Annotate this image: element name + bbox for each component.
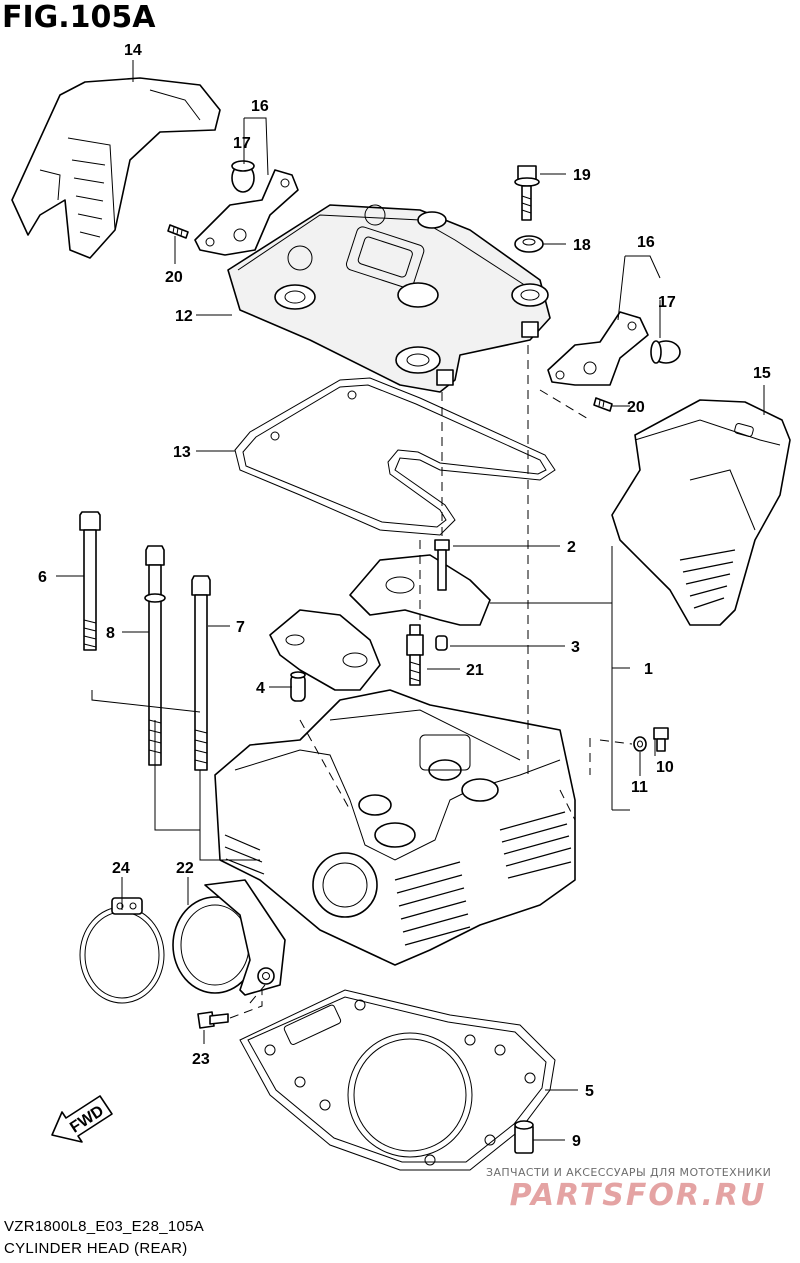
callout-18: 18	[573, 237, 591, 254]
callout-24: 24	[112, 860, 130, 877]
part-20-bolt-left	[167, 224, 189, 239]
callout-16: 16	[637, 234, 655, 251]
callout-23: 23	[192, 1051, 210, 1068]
callout-21: 21	[466, 662, 484, 679]
part-11-washer-small	[633, 736, 647, 752]
callout-8: 8	[106, 625, 115, 642]
part-4-oil-jet	[290, 671, 306, 702]
callout-11: 11	[631, 779, 648, 796]
assembly-guide-lines	[229, 345, 633, 1019]
part-5-head-gasket	[239, 989, 556, 1171]
part-20-bolt-right	[593, 397, 613, 412]
part-7-long-bolt	[191, 575, 211, 771]
fwd-arrow-icon: FWD	[51, 1095, 113, 1143]
part-15-head-cover-right	[611, 399, 791, 626]
section-name: CYLINDER HEAD (REAR)	[4, 1240, 188, 1257]
callout-13: 13	[173, 444, 191, 461]
part-1-cylinder-head	[214, 689, 576, 966]
callout-22: 22	[176, 860, 194, 877]
figure-footer: VZR1800L8_E03_E28_105A CYLINDER HEAD (RE…	[4, 1216, 204, 1260]
part-22-intake-pipe	[172, 879, 286, 996]
part-19-bolt	[514, 165, 540, 221]
callout-20: 20	[165, 269, 183, 286]
callout-17: 17	[233, 135, 251, 152]
part-18-washer	[514, 235, 544, 253]
callout-15: 15	[753, 365, 771, 382]
callout-20: 20	[627, 399, 645, 416]
callout-7: 7	[236, 619, 245, 636]
callout-12: 12	[175, 308, 193, 325]
watermark-tagline: ЗАПЧАСТИ И АКСЕССУАРЫ ДЛЯ МОТОТЕХНИКИ	[486, 1166, 772, 1179]
callout-9: 9	[572, 1133, 581, 1150]
part-17-damper-right	[650, 340, 681, 364]
callout-4: 4	[256, 680, 265, 697]
model-code: VZR1800L8_E03_E28_105A	[4, 1218, 205, 1235]
callout-3: 3	[571, 639, 580, 656]
watermark-logo: PARTSFOR.RU	[510, 1178, 767, 1213]
part-14-head-cover-left	[11, 77, 221, 259]
part-21-spark-plug	[406, 624, 424, 686]
part-13-cover-gasket	[234, 377, 556, 536]
callout-14: 14	[124, 42, 142, 59]
callout-5: 5	[585, 1083, 594, 1100]
part-16-bracket-right	[547, 311, 649, 386]
callout-10: 10	[656, 759, 674, 776]
part-2-cam-bracket	[349, 539, 491, 626]
callout-17: 17	[658, 294, 676, 311]
callout-numbers: 14 16 17 19 18 20 12 16 17 20 15 13 2 6 …	[38, 42, 771, 1150]
callout-6: 6	[38, 569, 47, 586]
callout-19: 19	[573, 167, 591, 184]
part-3-dowel-pin	[435, 635, 448, 651]
part-16-bracket-left	[194, 169, 299, 256]
watermark-logo-text: PARTSFOR.RU	[510, 1178, 767, 1213]
callout-16: 16	[251, 98, 269, 115]
part-9-dowel	[514, 1120, 534, 1154]
part-2-cam-holder	[269, 609, 381, 691]
part-10-bolt-small	[653, 727, 669, 752]
part-17-damper-left	[231, 160, 255, 193]
leader-lines	[56, 60, 765, 1141]
figure-title: FIG.105A	[2, 0, 156, 35]
callout-1: 1	[644, 661, 653, 678]
part-6-long-bolt	[79, 511, 101, 651]
part-23-screw	[197, 1011, 229, 1029]
part-12-head-cover	[227, 204, 551, 393]
callout-2: 2	[567, 539, 576, 556]
part-24-clamp	[79, 897, 165, 1004]
